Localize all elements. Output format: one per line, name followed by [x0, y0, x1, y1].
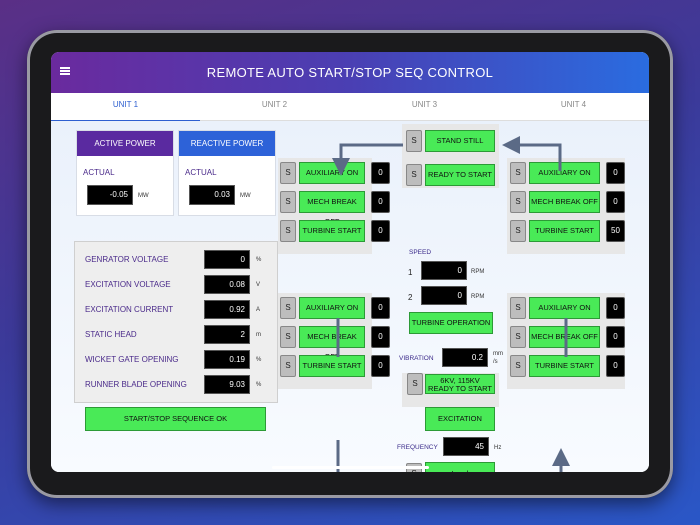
arrow-left-to-load — [336, 440, 340, 472]
param-label: GENRATOR VOLTAGE — [85, 255, 169, 264]
left-top-s-button[interactable]: S — [280, 162, 296, 184]
left-top-step-count: 0 — [371, 162, 390, 184]
vibration-label: VIBRATION — [399, 355, 434, 362]
active-power-card: ACTIVE POWER ACTUAL -0.05 MW — [76, 130, 174, 216]
speed-1-index: 1 — [408, 268, 413, 277]
right-top-s-button[interactable]: S — [510, 191, 526, 213]
left-bottom-step-button[interactable]: TURBINE START — [299, 355, 365, 377]
main-content: ACTIVE POWER ACTUAL -0.05 MW REACTIVE PO… — [51, 121, 649, 472]
param-label: EXCITATION VOLTAGE — [85, 280, 171, 289]
ready-6kv-button[interactable]: 6KV, 115KV READY TO START — [425, 374, 495, 394]
right-top-step-button[interactable]: AUXILIARY ON — [529, 162, 600, 184]
left-bottom-step-button[interactable]: AUXILIARY ON — [299, 297, 365, 319]
right-top-s-button[interactable]: S — [510, 220, 526, 242]
speed-1-value: 0 — [421, 261, 467, 280]
left-bottom-step-count: 0 — [371, 297, 390, 319]
arrow-standstill-to-left — [332, 143, 403, 176]
reactive-power-actual-label: ACTUAL — [185, 168, 217, 177]
reactive-power-unit: MW — [240, 193, 251, 199]
speed-2-unit: RPM — [471, 294, 485, 300]
param-unit: V — [256, 282, 261, 288]
left-bottom-s-button[interactable]: S — [280, 326, 296, 348]
home-indicator — [272, 466, 429, 469]
right-top-step-count: 50 — [606, 220, 625, 242]
tab-unit-4[interactable]: UNIT 4 — [560, 100, 587, 109]
param-unit: % — [256, 382, 262, 388]
turbine-operation-button[interactable]: TURBINE OPERATION — [409, 312, 493, 334]
active-power-title: ACTIVE POWER — [77, 131, 173, 156]
ready-6kv-s-button[interactable]: S — [407, 373, 423, 395]
param-value: 2 — [204, 325, 250, 344]
unit-tabs: UNIT 1 UNIT 2 UNIT 3 UNIT 4 — [51, 93, 649, 122]
param-value: 0.08 — [204, 275, 250, 294]
app-header: REMOTE AUTO START/STOP SEQ CONTROL — [51, 52, 649, 93]
param-value: 0.19 — [204, 350, 250, 369]
left-top-step-count: 0 — [371, 191, 390, 213]
left-top-step-count: 0 — [371, 220, 390, 242]
page-title: REMOTE AUTO START/STOP SEQ CONTROL — [206, 65, 494, 80]
reactive-power-value: 0.03 — [189, 185, 235, 205]
start-stop-sequence-ok-button[interactable]: START/STOP SEQUENCE OK — [85, 407, 266, 431]
left-bottom-s-button[interactable]: S — [280, 355, 296, 377]
speed-2-index: 2 — [408, 293, 413, 302]
right-top-step-count: 0 — [606, 162, 625, 184]
tab-unit-3[interactable]: UNIT 3 — [411, 100, 438, 109]
left-bottom-step-count: 0 — [371, 355, 390, 377]
active-power-value: -0.05 — [87, 185, 133, 205]
right-bottom-s-button[interactable]: S — [510, 297, 526, 319]
ready-to-start-s-button[interactable]: S — [406, 164, 422, 186]
active-power-actual-label: ACTUAL — [83, 168, 115, 177]
right-top-step-button[interactable]: TURBINE START — [529, 220, 600, 242]
left-bottom-step-count: 0 — [371, 326, 390, 348]
param-label: EXCITATION CURRENT — [85, 305, 174, 314]
stand-still-button[interactable]: STAND STILL — [425, 130, 495, 152]
param-value: 0.92 — [204, 300, 250, 319]
speed-2-value: 0 — [421, 286, 467, 305]
param-unit: A — [256, 307, 261, 313]
param-label: RUNNER BLADE OPENING — [85, 380, 187, 389]
left-top-s-button[interactable]: S — [280, 191, 296, 213]
param-label: STATIC HEAD — [85, 330, 137, 339]
right-bottom-s-button[interactable]: S — [510, 355, 526, 377]
stand-still-s-button[interactable]: S — [406, 130, 422, 152]
ready-6kv-line-2: READY TO START — [428, 384, 492, 393]
param-value: 9.03 — [204, 375, 250, 394]
left-bottom-s-button[interactable]: S — [280, 297, 296, 319]
right-top-step-button[interactable]: MECH BREAK OFF — [529, 191, 600, 213]
arrow-right-to-standstill — [502, 136, 562, 171]
sequence-flow-arrows — [332, 136, 570, 472]
right-bottom-step-count: 0 — [606, 297, 625, 319]
param-value: 0 — [204, 250, 250, 269]
left-top-s-button[interactable]: S — [280, 220, 296, 242]
frequency-label: FREQUENCY — [397, 444, 438, 451]
frequency-value: 45 — [443, 437, 489, 456]
vibration-unit: mm /s — [493, 351, 503, 365]
param-unit: % — [256, 257, 262, 263]
left-top-step-button[interactable]: TURBINE START — [299, 220, 365, 242]
speed-1-unit: RPM — [471, 269, 485, 275]
right-top-s-button[interactable]: S — [510, 162, 526, 184]
hamburger-menu-icon[interactable] — [60, 67, 70, 75]
tab-unit-1[interactable]: UNIT 1 — [51, 93, 200, 122]
active-power-unit: MW — [138, 193, 149, 199]
tab-unit-2[interactable]: UNIT 2 — [261, 100, 288, 109]
right-bottom-step-button[interactable]: AUXILIARY ON — [529, 297, 600, 319]
reactive-power-title: REACTIVE POWER — [179, 131, 275, 156]
right-top-step-count: 0 — [606, 191, 625, 213]
vibration-value: 0.2 — [442, 348, 488, 367]
frequency-unit: Hz — [494, 445, 502, 451]
param-unit: m — [256, 332, 261, 338]
param-unit: % — [256, 357, 262, 363]
right-bottom-step-count: 0 — [606, 326, 625, 348]
ready-to-start-button[interactable]: READY TO START — [425, 164, 495, 186]
app-screen: REMOTE AUTO START/STOP SEQ CONTROL UNIT … — [51, 52, 649, 472]
reactive-power-card: REACTIVE POWER ACTUAL 0.03 MW — [178, 130, 276, 216]
arrow-load-to-right — [552, 448, 570, 472]
right-bottom-s-button[interactable]: S — [510, 326, 526, 348]
right-bottom-step-count: 0 — [606, 355, 625, 377]
ready-6kv-line-1: 6KV, 115KV — [440, 376, 480, 385]
speed-label: SPEED — [409, 249, 432, 256]
param-label: WICKET GATE OPENING — [85, 355, 179, 364]
